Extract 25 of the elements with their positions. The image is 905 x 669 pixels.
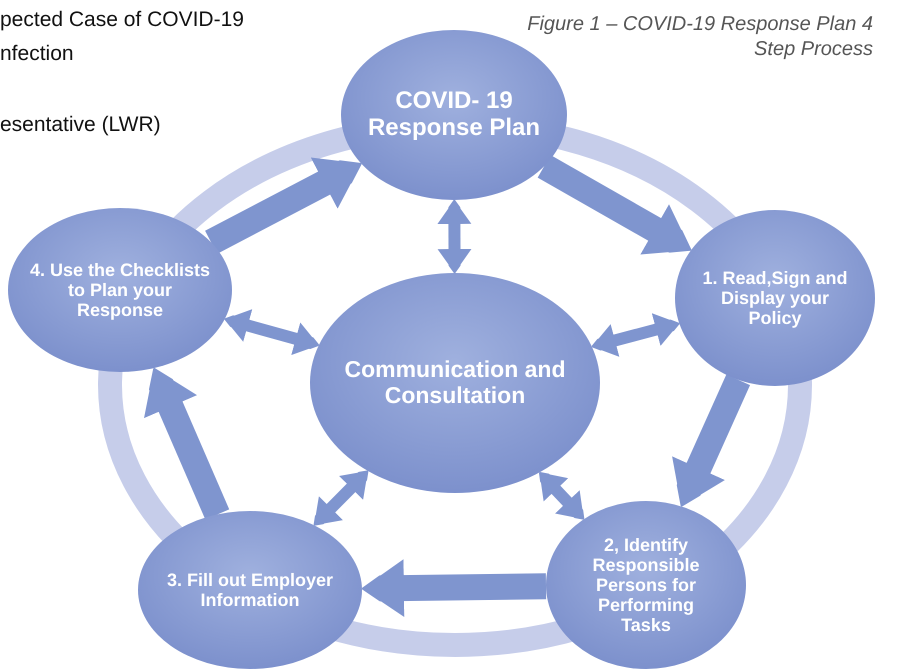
step-ellipse xyxy=(546,501,746,669)
cropped-text: pected Case of COVID-19 xyxy=(0,8,244,32)
step-text: COVID- 19 Response Plan xyxy=(366,88,542,142)
double-arrow xyxy=(538,472,584,520)
hub-ellipse xyxy=(310,273,600,493)
double-arrow xyxy=(224,309,320,356)
step-text: 2, Identify Responsible Persons for Performing Tasks xyxy=(591,534,701,636)
figure-caption: Figure 1 – COVID-19 Response Plan 4 Step Process xyxy=(526,12,873,62)
step-ellipse xyxy=(8,208,232,372)
step-ellipse xyxy=(675,210,875,386)
double-arrow xyxy=(437,200,472,274)
block-arrow xyxy=(205,156,362,254)
block-arrow xyxy=(538,155,692,256)
double-arrow xyxy=(590,313,680,357)
cropped-text: nfection xyxy=(0,42,74,66)
step-text: 3. Fill out Employer Information xyxy=(166,570,334,610)
step-text: 1. Read,Sign and Display your Policy xyxy=(701,268,849,328)
step-text: Communication and Consultation xyxy=(343,357,567,409)
step-ellipse xyxy=(138,511,362,669)
step-text: 4. Use the Checklists to Plan your Response xyxy=(28,260,212,320)
double-arrow xyxy=(313,470,369,526)
cropped-text: esentative (LWR) xyxy=(0,113,161,137)
block-arrow xyxy=(671,374,750,508)
block-arrow xyxy=(362,559,546,618)
block-arrow xyxy=(143,367,230,520)
